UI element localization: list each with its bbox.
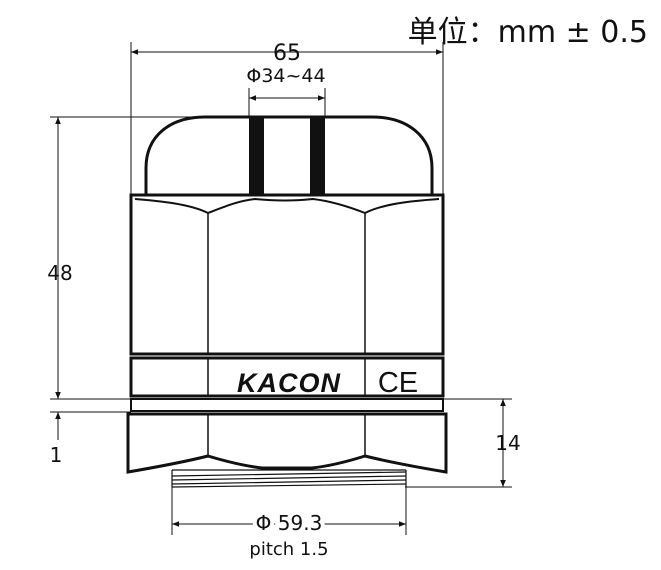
width-dimension	[130, 42, 444, 200]
upper-hex-nut	[129, 193, 445, 356]
unit-note: 单位：mm ± 0.5	[408, 15, 648, 50]
thread-length-dimension	[405, 398, 512, 488]
thread-length-label: 14	[495, 431, 520, 455]
thread	[171, 469, 407, 488]
lower-hex-nut	[126, 412, 448, 474]
thread-diameter-dimension	[171, 480, 407, 535]
thread-pitch-label: pitch 1.5	[249, 539, 328, 560]
ce-mark: CE	[378, 367, 418, 399]
cable-slot	[249, 117, 325, 197]
seal-washer	[130, 398, 444, 412]
gap-dimension	[50, 411, 131, 440]
kacon-logo: KACON	[237, 368, 341, 398]
branding-ring	[129, 356, 445, 398]
dome-cap	[144, 115, 434, 196]
cable-range-dimension	[248, 88, 326, 118]
overall-width-label: 65	[273, 41, 301, 66]
gap-label: 1	[50, 443, 63, 467]
height-label: 48	[47, 261, 72, 285]
thread-diameter-label: Φ 59.3	[256, 511, 323, 535]
cable-range-label: Φ34~44	[246, 65, 325, 87]
